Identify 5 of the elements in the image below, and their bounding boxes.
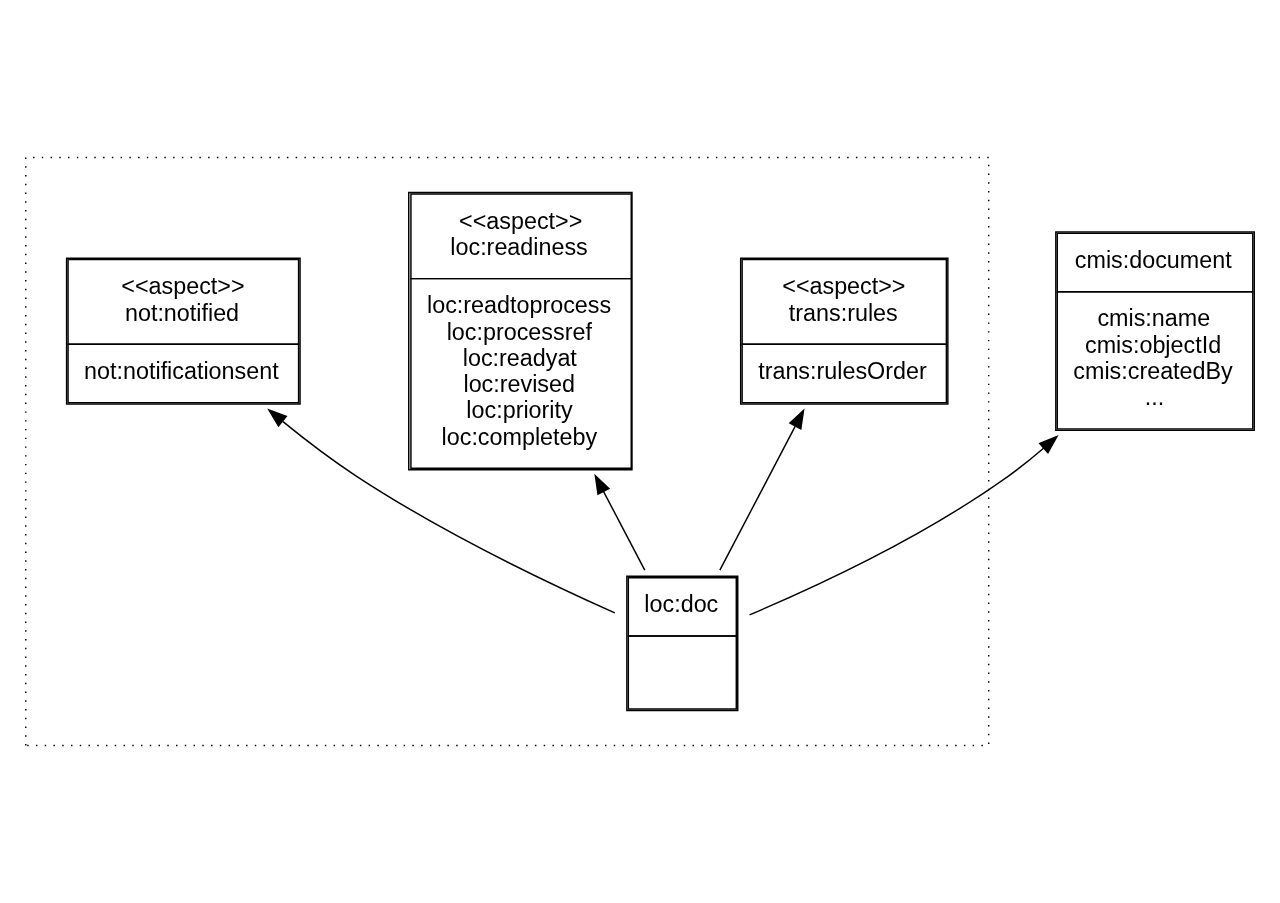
arrow [267,408,616,614]
cluster [25,156,990,747]
arrow [594,473,646,571]
arrow [719,408,805,571]
arrow [748,435,1059,616]
